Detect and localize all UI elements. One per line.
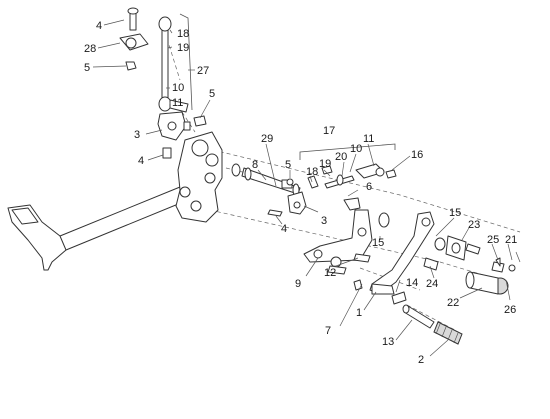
group-bracket-17 — [299, 143, 396, 160]
rod-assembly — [307, 163, 397, 189]
callout-label: 24 — [426, 278, 438, 290]
callout-label: 7 — [325, 325, 331, 337]
callout-label: 15 — [449, 207, 461, 219]
group-bracket-27 — [179, 13, 193, 111]
callout-label: 3 — [134, 129, 140, 141]
callout-label: 2 — [418, 354, 424, 366]
callout-label: 12 — [324, 267, 336, 279]
pedal-arm — [303, 197, 390, 275]
callout-label: 18 — [306, 166, 318, 178]
callout-label: 19 — [319, 158, 331, 170]
callout-label: 29 — [261, 133, 273, 145]
callout-label: 11 — [363, 133, 374, 145]
leader-lines — [92, 19, 513, 357]
callout-label: 10 — [172, 82, 184, 94]
callout-label: 16 — [411, 149, 423, 161]
callout-label: 20 — [335, 151, 347, 163]
callout-label: 4 — [281, 223, 287, 235]
peg-and-spring — [402, 304, 463, 345]
callout-label: 17 — [323, 125, 335, 137]
callout-label: 1 — [356, 307, 362, 319]
callout-label: 19 — [177, 42, 189, 54]
callout-label: 23 — [468, 219, 480, 231]
callout-label: 5 — [209, 88, 215, 100]
small-fasteners — [286, 165, 333, 186]
callout-label: 22 — [447, 297, 459, 309]
callout-label: 3 — [321, 215, 327, 227]
callout-label: 8 — [252, 159, 258, 171]
callout-label: 5 — [285, 159, 291, 171]
callout-label: 13 — [382, 336, 394, 348]
callout-label: 6 — [366, 181, 372, 193]
callout-label: 21 — [505, 234, 517, 246]
callout-label: 27 — [197, 65, 209, 77]
callout-label: 4 — [96, 20, 102, 32]
callout-label: 4 — [138, 155, 144, 167]
callout-label: 5 — [84, 62, 90, 74]
callout-label: 15 — [372, 237, 384, 249]
callout-label: 9 — [295, 278, 301, 290]
callout-label: 11 — [172, 97, 183, 109]
callout-label: 10 — [350, 143, 362, 155]
linkage-rod — [119, 7, 207, 159]
frame-bracket — [175, 131, 223, 223]
selector-lever — [267, 191, 307, 217]
callout-label: 25 — [487, 234, 499, 246]
callout-labels: 4 18 28 19 5 27 10 11 5 3 4 29 8 5 17 19… — [84, 20, 517, 366]
callout-label: 18 — [177, 28, 189, 40]
callout-label: 28 — [84, 43, 96, 55]
callout-label: 26 — [504, 304, 516, 316]
gear-lever-rod — [7, 177, 211, 271]
callout-label: 14 — [406, 277, 418, 289]
footrest-assembly — [423, 235, 521, 295]
